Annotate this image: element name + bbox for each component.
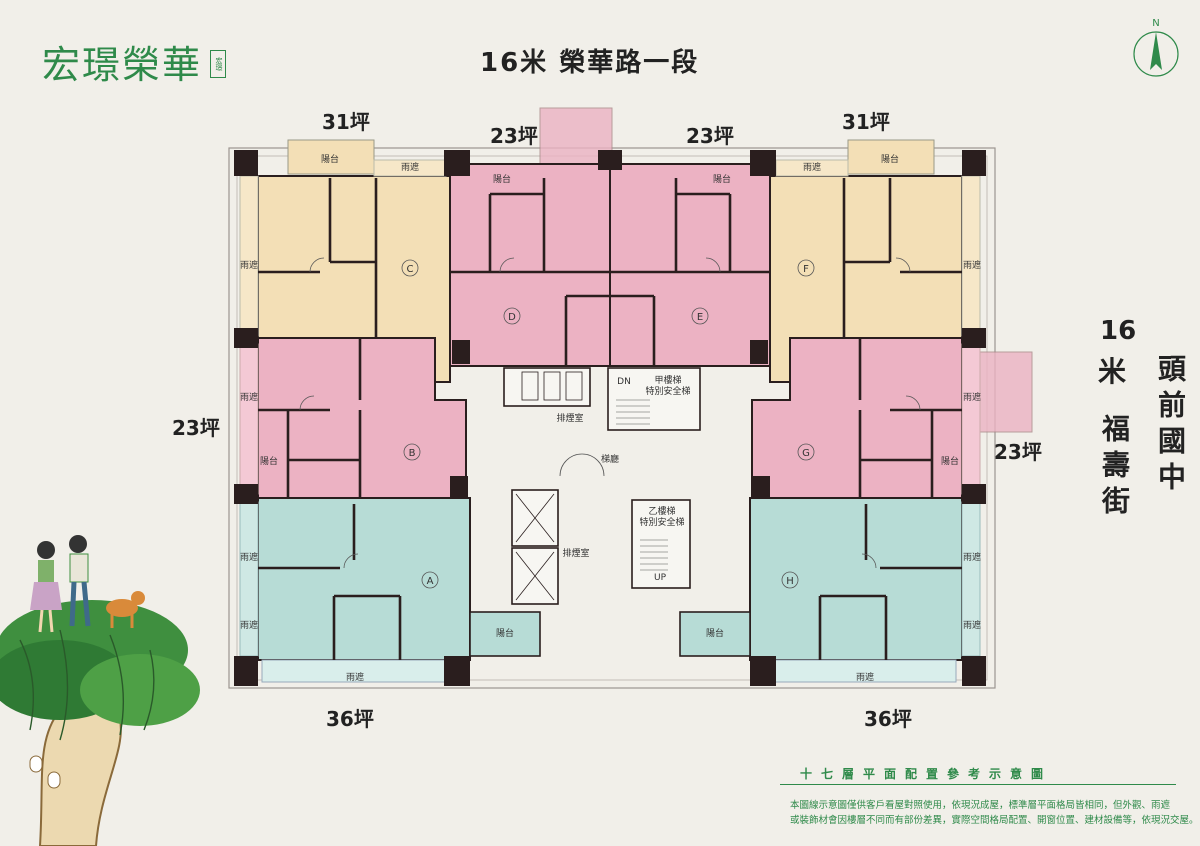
- canopy-label-f-side: 雨遮: [963, 259, 981, 271]
- canopy-label-h-bottom: 雨遮: [856, 671, 874, 683]
- size-label-c: 31坪: [322, 110, 370, 134]
- compass-label: N: [1152, 18, 1159, 29]
- smoke-room-bottom: 排煙室: [562, 547, 589, 559]
- compass-icon: N: [1133, 18, 1179, 77]
- brand-seal: 宏璟: [210, 50, 226, 78]
- balcony-label-c: 陽台: [321, 153, 339, 165]
- stair-b-up: UP: [654, 573, 667, 583]
- size-label-g: 23坪: [994, 440, 1042, 464]
- unit-label-c: C: [407, 264, 414, 275]
- stair-b-safety: 特別安全梯: [639, 516, 684, 528]
- size-label-e: 23坪: [686, 124, 734, 148]
- road-label-top: 16米 榮華路一段: [480, 48, 700, 78]
- unit-label-g: G: [802, 448, 810, 459]
- lobby-label: 梯廳: [601, 453, 619, 465]
- unit-d-area: [449, 163, 611, 367]
- unit-e-area: [609, 163, 771, 367]
- unit-h-area: [749, 497, 963, 661]
- road-label-right-name: 福壽街: [1098, 414, 1131, 522]
- balcony-label-d: 陽台: [493, 173, 511, 185]
- unit-label-e: E: [697, 312, 703, 323]
- road-label-school: 頭前國中: [1154, 354, 1187, 498]
- unit-label-h: H: [786, 576, 794, 587]
- unit-label-f: F: [803, 264, 809, 275]
- balcony-label-b: 陽台: [260, 455, 278, 467]
- canopy-label-f: 雨遮: [803, 161, 821, 173]
- balcony-label-g: 陽台: [941, 455, 959, 467]
- unit-label-d: D: [508, 312, 516, 323]
- canopy-label-a-side1: 雨遮: [240, 551, 258, 563]
- stair-a-label: 甲樓梯: [654, 374, 681, 386]
- size-label-d: 23坪: [490, 124, 538, 148]
- balcony-label-f: 陽台: [881, 153, 899, 165]
- size-label-h: 36坪: [864, 707, 912, 731]
- balcony-label-e: 陽台: [713, 173, 731, 185]
- stair-a-dn: DN: [617, 377, 631, 387]
- canopy-label-g-side: 雨遮: [963, 391, 981, 403]
- canopy-label-c: 雨遮: [401, 161, 419, 173]
- canopy-label-b-side: 雨遮: [240, 391, 258, 403]
- canopy-label-c-side: 雨遮: [240, 259, 258, 271]
- disclaimer-line-2: 或裝飾材會因樓層不同而有部份差異，實際空間格局配置、開窗位置、建材設備等，依現況…: [790, 815, 1199, 826]
- balcony-label-h: 陽台: [706, 627, 724, 639]
- unit-label-b: B: [409, 448, 416, 459]
- size-label-b: 23坪: [172, 416, 220, 440]
- canopy-label-h-side1: 雨遮: [963, 551, 981, 563]
- stair-a-safety: 特別安全梯: [645, 385, 690, 397]
- disclaimer-line-1: 本圖線示意圖僅供客戶看屋對照使用，依現況成屋，標準層平面格局皆相同，但外觀、雨遮: [790, 800, 1171, 811]
- unit-label-a: A: [427, 576, 434, 587]
- canopy-label-h-side2: 雨遮: [963, 619, 981, 631]
- tree-illustration: [0, 535, 200, 846]
- road-label-right-width: 16: [1100, 316, 1137, 346]
- smoke-room-top: 排煙室: [556, 412, 583, 424]
- size-label-a: 36坪: [326, 707, 374, 731]
- canopy-label-a-bottom: 雨遮: [346, 671, 364, 683]
- size-label-f: 31坪: [842, 110, 890, 134]
- brand-logo: 宏璟榮華: [42, 43, 203, 87]
- footer-divider: [780, 784, 1176, 785]
- canopy-label-a-side2: 雨遮: [240, 619, 258, 631]
- unit-a-area: [257, 497, 471, 661]
- footer-title: 十七層平面配置參考示意圖: [800, 767, 1053, 781]
- balcony-label-a: 陽台: [496, 627, 514, 639]
- stair-b-label: 乙樓梯: [648, 505, 675, 517]
- road-label-right-unit: 米: [1098, 355, 1127, 388]
